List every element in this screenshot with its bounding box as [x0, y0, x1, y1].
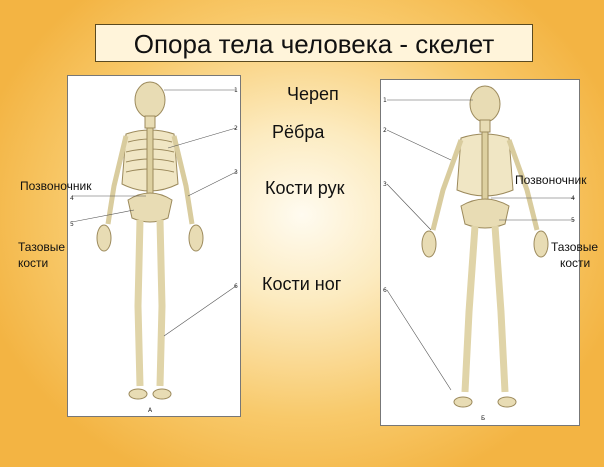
front-number-3: 3	[234, 169, 238, 176]
back-number-4: 4	[571, 195, 575, 202]
label-skull: Череп	[287, 84, 339, 105]
label-pelvis-left-line1: Тазовые	[18, 240, 65, 255]
label-ribs: Рёбра	[272, 122, 324, 143]
front-caption: А	[148, 407, 153, 414]
back-skeleton-image: 1 2 3 4 5 6 Б	[380, 79, 580, 426]
front-number-1: 1	[234, 87, 238, 94]
label-pelvis-right-line2: кости	[560, 256, 590, 271]
front-number-4: 4	[70, 195, 74, 202]
back-caption: Б	[481, 415, 485, 422]
back-number-2: 2	[383, 127, 387, 134]
slide-title: Опора тела человека - скелет	[95, 24, 533, 62]
label-pelvis-right-line1: Тазовые	[551, 240, 598, 255]
back-number-6: 6	[383, 287, 387, 294]
label-arm-bones: Кости рук	[265, 178, 344, 199]
label-spine-left: Позвоночник	[20, 179, 91, 194]
front-skeleton-drawing: 1 2 3 4 5 6 А	[68, 76, 240, 416]
label-pelvis-left-line2: кости	[18, 256, 48, 271]
back-number-1: 1	[383, 97, 387, 104]
front-number-6: 6	[234, 283, 238, 290]
front-number-5: 5	[70, 221, 74, 228]
back-number-3: 3	[383, 181, 387, 188]
front-number-2: 2	[234, 125, 238, 132]
back-number-5: 5	[571, 217, 575, 224]
label-spine-right: Позвоночник	[515, 173, 586, 188]
front-skeleton-image: 1 2 3 4 5 6 А	[67, 75, 241, 417]
back-skeleton-drawing: 1 2 3 4 5 6 Б	[381, 80, 579, 425]
label-leg-bones: Кости ног	[262, 274, 341, 295]
